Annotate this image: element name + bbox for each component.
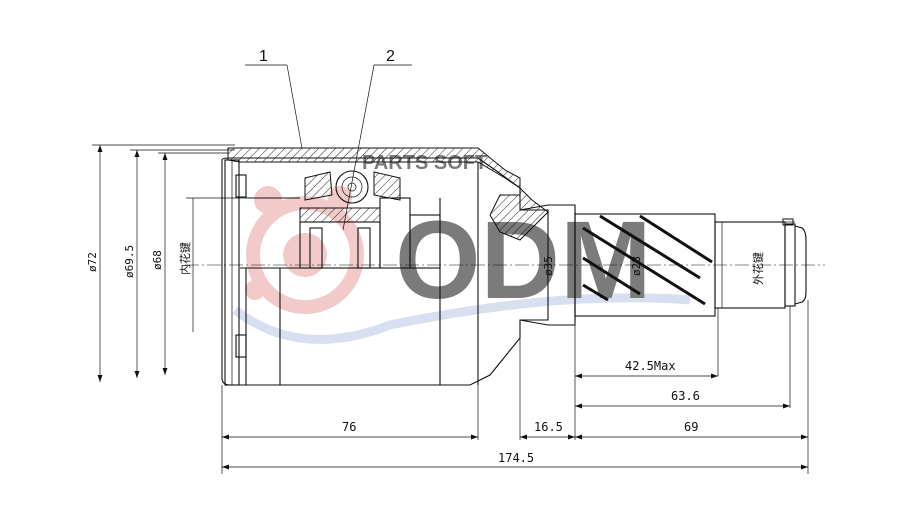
inner-spline-label: 内花键: [178, 242, 192, 275]
dim-42-5-max: 42.5Max: [625, 359, 676, 373]
dim-69: 69: [684, 420, 698, 434]
dim-d28: ø28: [630, 256, 643, 276]
callout-1-label: 1: [259, 48, 268, 65]
dim-16-5: 16.5: [534, 420, 563, 434]
dim-d35: ø35: [542, 256, 555, 276]
helical-spline-marks: [582, 214, 713, 306]
dim-d68: ø68: [151, 250, 164, 270]
dim-d69-5: ø69.5: [123, 245, 136, 278]
length-dimensions: 42.5Max 63.6 76 16.5 69 174.5: [97, 145, 808, 470]
dim-174-5: 174.5: [498, 451, 534, 465]
watermark: ODM PARTS SOFT: [232, 152, 691, 344]
watermark-swoosh: [232, 293, 691, 344]
left-diameter-dimensions: ø72 ø69.5 ø68 内花键: [86, 144, 246, 382]
dim-63-6: 63.6: [671, 389, 700, 403]
joint-housing: [221, 147, 549, 386]
dim-d72: ø72: [86, 252, 99, 272]
dim-76: 76: [342, 420, 356, 434]
output-shaft: [519, 204, 807, 326]
callout-2-label: 2: [386, 48, 395, 65]
extension-lines: [221, 300, 809, 474]
watermark-gear-logo: [245, 186, 364, 314]
callout-leader-1: 1: [245, 48, 303, 149]
tripod-roller-assembly: [299, 170, 441, 269]
callout-leader-2: 2: [342, 48, 412, 231]
outer-spline-label: 外花键: [751, 252, 765, 285]
housing-wall-hatch: [227, 147, 549, 241]
